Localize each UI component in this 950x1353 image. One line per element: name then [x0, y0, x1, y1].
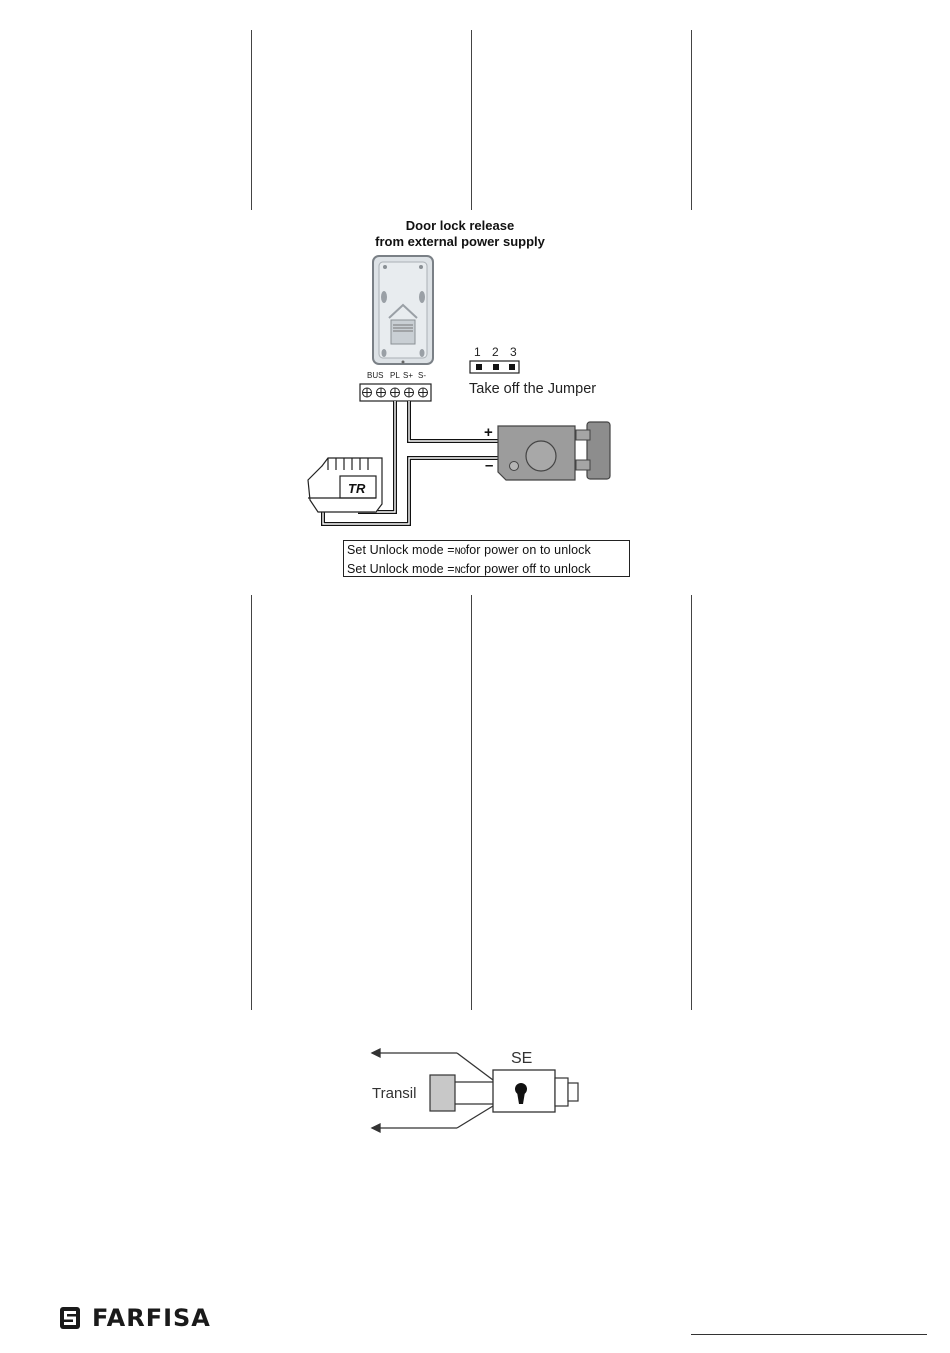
note-line-no-suffix: for power on to unlock: [466, 543, 591, 557]
door-station-panel: [373, 256, 433, 364]
se-lock: [493, 1070, 578, 1112]
minus-sign: –: [485, 457, 493, 474]
terminal-label-bus: BUS: [367, 371, 383, 380]
jumper-number-1: 1: [474, 345, 481, 359]
terminal-label-pl: PL: [390, 371, 400, 380]
se-label: SE: [511, 1050, 532, 1067]
jumper-number-3: 3: [510, 345, 517, 359]
electric-lock: [498, 422, 610, 480]
unlock-mode-note: Set Unlock mode =NOfor power on to unloc…: [343, 540, 630, 577]
jumper-number-2: 2: [492, 345, 499, 359]
note-line-nc-suffix: for power off to unlock: [466, 562, 591, 576]
terminal-label-s-minus: S-: [418, 371, 426, 380]
column-divider: [471, 595, 472, 1010]
column-divider: [251, 595, 252, 1010]
transformer-module: [308, 458, 382, 512]
note-line-nc: Set Unlock mode =NCfor power off to unlo…: [347, 561, 629, 580]
footer-rule: [691, 1334, 927, 1335]
transil-lock-diagram: SE Transil: [0, 1030, 950, 1150]
terminal-label-s-plus: S+: [403, 371, 413, 380]
jumper-header: [470, 361, 519, 373]
transformer-label: TR: [348, 481, 366, 496]
farfisa-logo-icon: [60, 1307, 80, 1329]
note-mode-nc: NC: [455, 566, 466, 577]
plus-sign: +: [484, 424, 493, 441]
jumper-instruction: Take off the Jumper: [469, 381, 596, 397]
column-divider: [691, 595, 692, 1010]
transil-label: Transil: [372, 1085, 416, 1102]
door-lock-wiring-diagram: BUS PL S+ S- 1 2 3 Take off the Jumper: [0, 0, 950, 600]
terminal-block: [360, 384, 431, 401]
transil-component: [430, 1075, 455, 1111]
note-line-nc-prefix: Set Unlock mode =: [347, 562, 455, 576]
farfisa-logo-text: FARFISA: [92, 1303, 211, 1333]
note-line-no: Set Unlock mode =NOfor power on to unloc…: [347, 542, 629, 561]
note-line-no-prefix: Set Unlock mode =: [347, 543, 455, 557]
note-mode-no: NO: [455, 547, 466, 558]
